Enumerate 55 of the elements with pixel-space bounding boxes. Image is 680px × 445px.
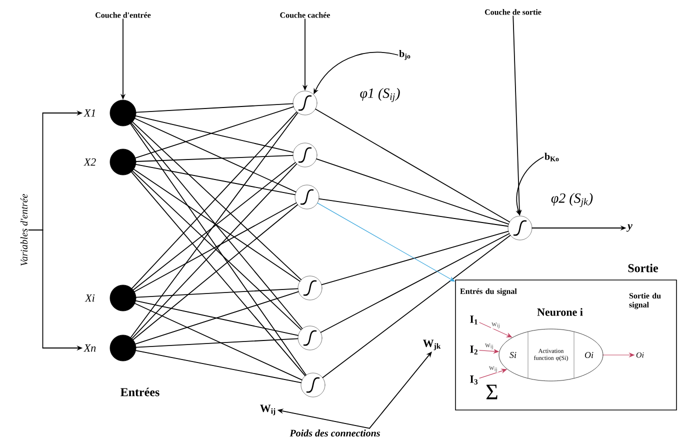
connection-line [135, 116, 294, 153]
connection-line [136, 155, 294, 162]
connection-line [134, 303, 302, 380]
connection-line [318, 198, 508, 227]
connection-line [135, 291, 299, 344]
connection-line [132, 204, 298, 340]
connection-line [320, 233, 510, 333]
input-neuron [110, 148, 136, 176]
input-neuron [110, 100, 136, 126]
output-label: y [626, 224, 632, 232]
weight-label: W$_{jk}$ [423, 340, 441, 350]
layer-caption: Entrées [120, 388, 160, 396]
weight-label: W$_{ij}$ [260, 404, 276, 416]
neuron-circle [294, 184, 320, 210]
layer-label: Couche cachée [280, 12, 330, 18]
connection-line [130, 123, 306, 376]
connection-line [131, 172, 306, 376]
activation-label: φ2 (S$_{jk}$) [551, 193, 593, 207]
bracket-label: Variables d'entrée [20, 194, 28, 266]
neuron-circle [298, 326, 322, 350]
connection-line [316, 158, 509, 225]
bias-label: b$_{Ko}$ [544, 152, 559, 162]
connection-line [136, 338, 298, 348]
input-neuron [110, 334, 136, 362]
neuron-circle [298, 276, 322, 300]
neuron-circle [292, 142, 318, 168]
input-label: X2 [84, 158, 96, 166]
connection-line [136, 350, 302, 384]
connection-line [135, 106, 294, 158]
connection-line [136, 164, 296, 196]
signal-input-label: I$_{3}$ [470, 376, 478, 384]
connection-line [322, 234, 511, 378]
layer-label: Couche de sortie [484, 9, 542, 15]
activation-label: φ1 (S$_{ij}$) [360, 88, 400, 102]
connection-line [315, 108, 510, 222]
neuron-circle [292, 90, 318, 116]
connection-line [134, 118, 296, 192]
signal-output-label: Oi [636, 352, 644, 358]
connection-line [321, 230, 509, 286]
input-neuron [110, 284, 136, 312]
neuron-circle [508, 216, 532, 240]
layer-label: Couche d'entrée [96, 12, 151, 18]
neuron-circle [300, 372, 326, 398]
section-heading: Sortie [628, 264, 658, 272]
input-label: Xi [84, 294, 95, 302]
connection-line [135, 300, 299, 336]
connection-line [136, 288, 298, 298]
signal-input-label: I$_{1}$ [470, 316, 478, 324]
signal-input-label: I$_{2}$ [470, 346, 478, 354]
connection-line [134, 202, 297, 292]
input-label: Xn [84, 344, 96, 352]
bias-label: b$_{jo}$ [399, 50, 410, 60]
connection-line [136, 103, 294, 113]
input-label: X1 [84, 109, 95, 117]
weights-caption: Poids des connections [290, 429, 380, 437]
